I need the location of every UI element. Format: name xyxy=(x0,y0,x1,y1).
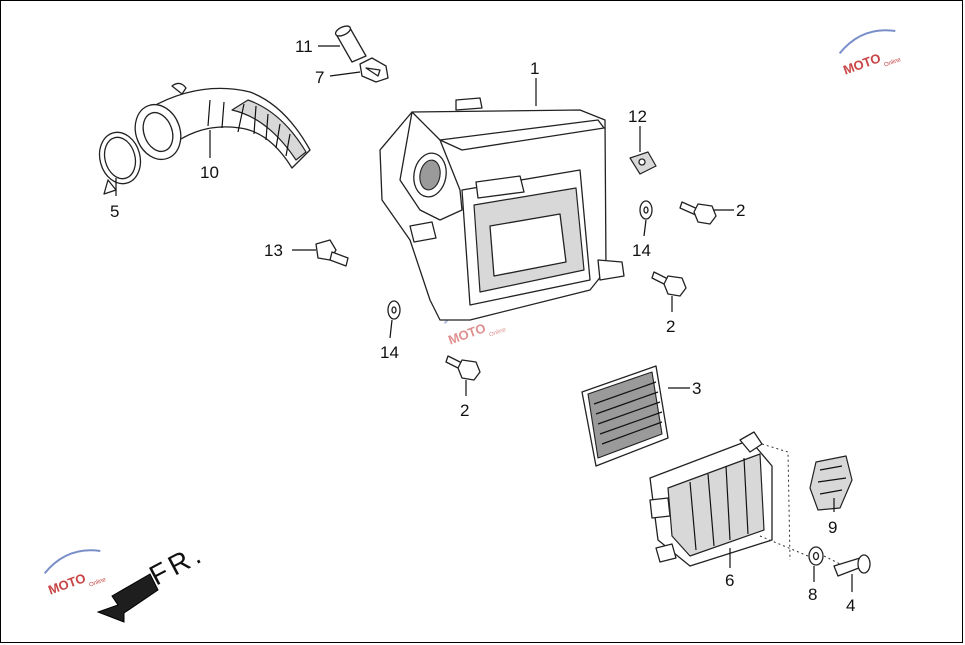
assembly-line-cover xyxy=(759,443,841,565)
svg-text:Online: Online xyxy=(89,577,108,589)
watermark-top-right: MOTO Online xyxy=(838,29,903,78)
callout-11: 11 xyxy=(295,37,313,56)
part-4-screw xyxy=(833,554,871,577)
callout-8: 8 xyxy=(808,585,817,604)
part-6-cover xyxy=(649,431,773,567)
callout-5: 5 xyxy=(110,202,119,221)
part-2-bolt-b xyxy=(651,271,687,297)
part-13-bolt xyxy=(315,239,349,267)
svg-text:MOTO: MOTO xyxy=(46,570,88,597)
callout-1: 1 xyxy=(530,59,539,78)
part-14-washer-left xyxy=(387,300,401,320)
callout-14-b: 14 xyxy=(380,343,399,362)
callout-12: 12 xyxy=(628,107,647,126)
callout-2-c: 2 xyxy=(460,401,469,420)
watermark-bottom-left: MOTO Online xyxy=(43,549,108,598)
part-5-hose-clamp xyxy=(98,131,142,195)
front-direction-label: FR. xyxy=(144,537,209,591)
svg-text:MOTO: MOTO xyxy=(841,50,883,77)
callout-2-b: 2 xyxy=(666,317,675,336)
callout-6: 6 xyxy=(725,571,734,590)
part-7-clip xyxy=(359,57,389,83)
part-12-nut-clip xyxy=(629,151,657,175)
front-direction-arrow xyxy=(96,573,159,623)
callout-2-a: 2 xyxy=(736,201,745,220)
leader-lines xyxy=(115,45,853,592)
callout-10: 10 xyxy=(200,163,219,182)
callout-4: 4 xyxy=(846,596,855,615)
callout-7: 7 xyxy=(315,68,324,87)
svg-text:Online: Online xyxy=(489,327,508,339)
callout-3: 3 xyxy=(692,379,701,398)
part-2-bolt-c xyxy=(445,355,481,381)
callout-13: 13 xyxy=(264,241,283,260)
callout-14-a: 14 xyxy=(632,241,651,260)
part-2-bolt-a xyxy=(679,201,717,225)
svg-text:MOTO: MOTO xyxy=(446,320,488,347)
part-14-washer-right xyxy=(639,200,653,220)
part-10-intake-duct xyxy=(134,82,311,169)
part-8-washer xyxy=(808,546,824,566)
part-11-hose xyxy=(334,25,367,63)
part-9-seal xyxy=(809,455,853,511)
svg-text:Online: Online xyxy=(884,57,903,69)
part-1-air-cleaner-housing xyxy=(379,97,625,321)
part-3-filter-element xyxy=(581,365,669,467)
callout-9: 9 xyxy=(828,518,837,537)
